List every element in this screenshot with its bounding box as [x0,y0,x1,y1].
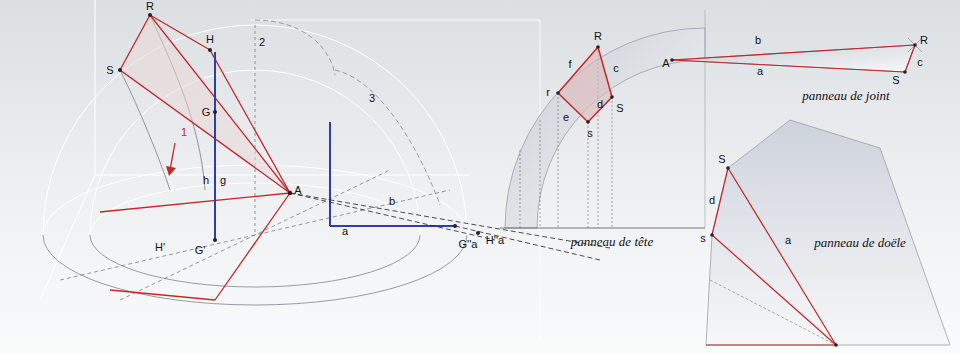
panel-caption: panneau de joint [802,89,889,102]
point-label: G''a [459,239,478,250]
point-label: e [563,112,569,123]
point-label: 3 [369,93,375,104]
point-label: R [594,31,602,42]
point-label: g [220,175,226,186]
point-label: d [597,99,603,110]
point-label: G [202,107,211,118]
panel-caption: panneau de tête [571,235,653,248]
point-label: s [700,233,706,244]
point-label: G' [195,245,206,256]
point-label: H' [155,242,165,253]
panel-caption: panneau de doële [814,236,906,249]
point-label: S [106,65,113,76]
point-label: R [920,35,928,46]
point-label: f [568,59,571,70]
point-label: A [662,58,669,69]
point-label: h [203,175,209,186]
point-label: c [613,63,619,74]
point-label: a [342,226,348,237]
point-label: A [294,185,301,196]
point-label: r [546,87,550,98]
point-label: d [709,195,715,206]
point-label: 2 [259,37,265,48]
point-label: a [757,66,763,77]
point-label: s [587,128,593,139]
point-label: H [206,34,214,45]
point-label: 1 [181,127,187,138]
point-label: H''a [486,235,504,246]
point-label: S [892,75,899,86]
point-label: b [755,35,761,46]
point-label: c [917,57,923,68]
point-label: S [616,103,623,114]
point-label: b [389,196,395,207]
point-label: a [785,235,791,246]
point-label: R [146,1,154,12]
point-label: S [718,154,725,165]
